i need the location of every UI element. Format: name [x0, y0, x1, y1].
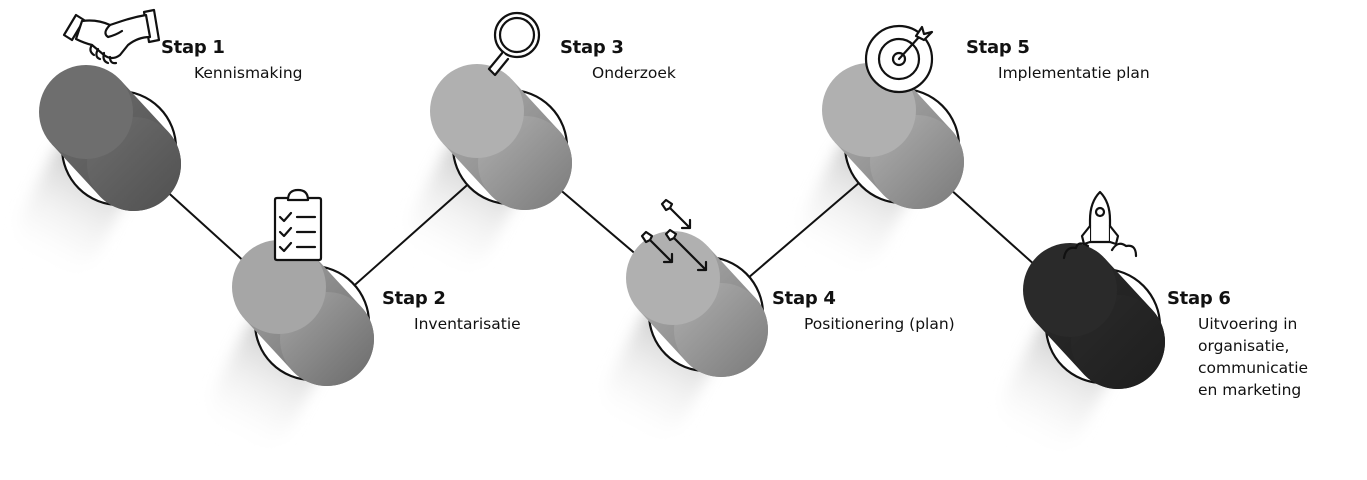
dart-tail [914, 25, 934, 42]
step-6-description-line: Uitvoering in [1198, 315, 1298, 333]
list-lines [295, 215, 317, 249]
step-node [232, 240, 374, 386]
step-node [626, 231, 768, 377]
arrow-fletching [664, 228, 678, 242]
step-4-description: Positionering (plan) [804, 315, 955, 333]
step-6-description: Uitvoering in organisatie, communicatie … [1198, 313, 1308, 401]
smoke-left [1062, 242, 1090, 260]
step-icons [62, 8, 1138, 272]
arrow-fletching [660, 198, 674, 212]
cylinder-top [232, 240, 326, 334]
cylinder-top [430, 64, 524, 158]
thumb [104, 23, 124, 39]
step-2-description: Inventarisatie [414, 315, 521, 333]
step-nodes [39, 63, 1165, 389]
step-node [1023, 243, 1165, 389]
step-node [430, 64, 572, 211]
target-icon [864, 24, 934, 94]
rocket-window [1094, 206, 1106, 218]
ring-mid [877, 37, 921, 81]
handshake-icon [62, 8, 161, 65]
step-6-description-line: en marketing [1198, 381, 1302, 399]
magnifier-icon [487, 11, 541, 77]
cylinder-top [626, 231, 720, 325]
cylinder-top [1023, 243, 1117, 337]
step-6-description-line: organisatie, [1198, 337, 1290, 355]
clip [286, 188, 310, 202]
rocket-fins [1080, 224, 1120, 246]
lens-inner [498, 16, 536, 54]
step-4-title: Stap 4 [772, 288, 836, 309]
arrow-shaft [646, 236, 674, 264]
dart-shaft [897, 34, 922, 61]
bullseye [891, 51, 907, 67]
step-node [39, 65, 181, 211]
arrow-fletching [640, 230, 654, 244]
step-5-title: Stap 5 [966, 37, 1030, 58]
arrow-shaft [670, 234, 708, 272]
arrows-icon [640, 198, 708, 272]
shadows-layer [17, 131, 1117, 454]
rocket-icon [1062, 190, 1138, 260]
step-1-title: Stap 1 [161, 37, 225, 58]
board [273, 196, 323, 262]
step-2-title: Stap 2 [382, 288, 446, 309]
fingers [89, 43, 118, 65]
lens-outer [493, 11, 541, 59]
step-node [822, 63, 964, 209]
step-5-description: Implementatie plan [998, 64, 1150, 82]
step-3-title: Stap 3 [560, 37, 624, 58]
handle [487, 50, 510, 77]
step-6-title: Stap 6 [1167, 288, 1231, 309]
clipboard-checklist-icon [273, 188, 323, 262]
checks [278, 211, 293, 253]
cylinder-top [39, 65, 133, 159]
step-6-description-line: communicatie [1198, 359, 1309, 377]
smoke-right [1110, 242, 1138, 258]
arrow-shaft [666, 204, 692, 230]
step-1-description: Kennismaking [194, 64, 303, 82]
step-3-description: Onderzoek [592, 64, 676, 82]
